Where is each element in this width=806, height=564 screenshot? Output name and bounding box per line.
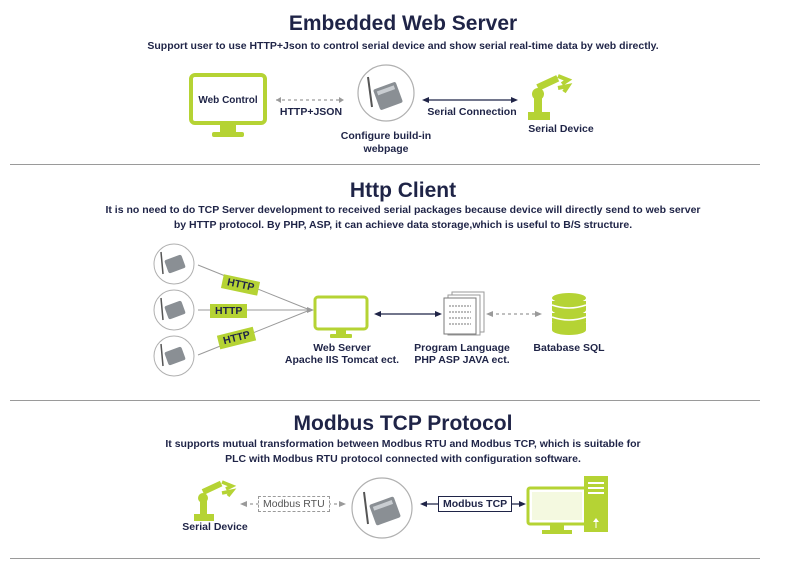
http-tag-2: HTTP bbox=[210, 304, 248, 318]
modbus-rtu-label: Modbus RTU bbox=[258, 496, 330, 512]
section2-description-line1: It is no need to do TCP Server developme… bbox=[105, 204, 701, 216]
configure-label: Configure build-in bbox=[340, 130, 432, 142]
program-language-sub-label: PHP ASP JAVA ect. bbox=[414, 354, 510, 366]
program-document-icon bbox=[443, 291, 485, 336]
robot-arm-icon-2 bbox=[194, 480, 237, 521]
http-json-dashed-arrow bbox=[276, 97, 344, 103]
serial-server-device-icon bbox=[357, 64, 415, 122]
program-database-dashed-arrow bbox=[486, 311, 542, 317]
serial-connection-arrow bbox=[422, 97, 518, 103]
database-label: Batabase SQL bbox=[533, 342, 605, 354]
section3-description-line1: It supports mutual transformation betwee… bbox=[165, 438, 641, 450]
serial-device-label-1: Serial Device bbox=[528, 123, 594, 135]
database-icon bbox=[551, 293, 587, 335]
device-icon-3 bbox=[153, 335, 195, 377]
computer-icon bbox=[526, 476, 608, 534]
web-control-monitor-icon bbox=[189, 73, 267, 137]
device-icon-1 bbox=[153, 243, 195, 285]
program-language-label: Program Language bbox=[414, 342, 510, 354]
serial-connection-label: Serial Connection bbox=[427, 106, 517, 118]
robot-arm-icon bbox=[528, 74, 573, 120]
server-program-arrow bbox=[374, 311, 442, 317]
serial-device-label-2: Serial Device bbox=[182, 521, 248, 533]
webpage-label: webpage bbox=[363, 143, 409, 155]
section2-title: Http Client bbox=[349, 179, 457, 202]
section3-description-line2: PLC with Modbus RTU protocol connected w… bbox=[225, 453, 581, 465]
section1-title: Embedded Web Server bbox=[288, 12, 518, 35]
section-divider-2 bbox=[10, 400, 760, 401]
modbus-tcp-label: Modbus TCP bbox=[438, 496, 513, 512]
serial-server-device-icon-2 bbox=[351, 477, 413, 539]
web-server-monitor-icon bbox=[313, 295, 369, 338]
web-server-label: Web Server bbox=[313, 342, 371, 354]
section3-title: Modbus TCP Protocol bbox=[293, 412, 513, 435]
section1-description: Support user to use HTTP+Json to control… bbox=[147, 40, 659, 52]
section2-description-line2: by HTTP protocol. By PHP, ASP, it can ac… bbox=[173, 219, 633, 231]
section-divider-1 bbox=[10, 164, 760, 165]
web-server-sub-label: Apache IIS Tomcat ect. bbox=[284, 354, 400, 366]
web-control-label: Web Control bbox=[198, 95, 258, 106]
section-divider-3 bbox=[10, 558, 760, 559]
http-json-label: HTTP+JSON bbox=[279, 106, 343, 118]
device-group-icons bbox=[153, 243, 195, 377]
device-icon-2 bbox=[153, 289, 195, 331]
